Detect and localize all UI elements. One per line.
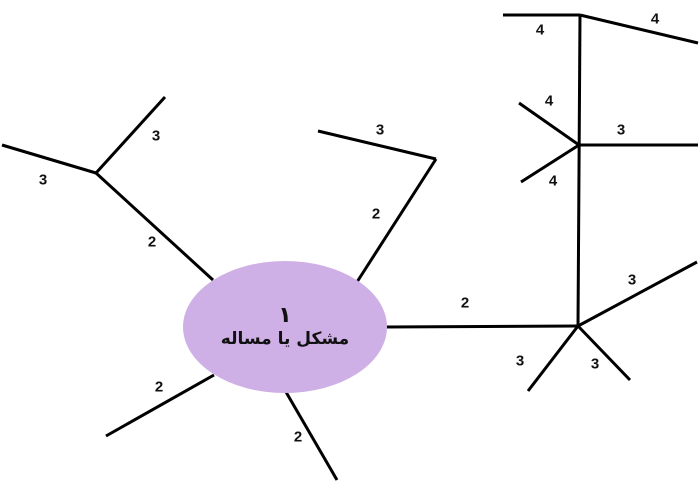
- branch-lines: [1, 13, 699, 481]
- branch-level-label: 3: [375, 121, 385, 139]
- branch-line: [317, 129, 437, 161]
- center-node-ellipse: [183, 261, 387, 393]
- branch-level-label: 3: [627, 271, 637, 289]
- branch-level-label: 4: [650, 10, 660, 28]
- branch-level-label: 2: [147, 233, 157, 251]
- branch-level-label: 2: [293, 428, 303, 446]
- branch-line: [576, 324, 632, 382]
- branch-line: [520, 143, 580, 184]
- center-node: ١ مشکل یا مساله: [184, 262, 386, 392]
- branch-level-label: 4: [544, 92, 554, 110]
- branch-level-label: 3: [151, 127, 161, 145]
- branch-level-label: 2: [460, 294, 470, 312]
- branch-level-label: 3: [590, 355, 600, 373]
- branch-level-label: 3: [38, 171, 48, 189]
- branch-level-label: 4: [548, 172, 558, 190]
- branch-line: [576, 14, 582, 327]
- branch-line: [284, 391, 339, 481]
- center-node-title: مشکل یا مساله: [220, 329, 350, 350]
- branch-line: [105, 373, 215, 438]
- branch-level-label: 3: [616, 121, 626, 139]
- branch-level-label: 2: [371, 205, 381, 223]
- branch-level-label: 2: [154, 378, 164, 396]
- branch-line: [579, 13, 699, 45]
- branch-level-label: 4: [535, 21, 545, 39]
- center-node-number: ١: [278, 302, 292, 328]
- branch-line: [1, 143, 97, 175]
- branch-line: [526, 325, 580, 392]
- branch-line: [94, 171, 215, 282]
- branch-line: [355, 158, 438, 283]
- branch-level-label: 3: [515, 352, 525, 370]
- branch-line: [577, 260, 698, 328]
- branch-line: [518, 101, 580, 147]
- branch-line: [384, 324, 579, 329]
- branch-line: [94, 95, 167, 175]
